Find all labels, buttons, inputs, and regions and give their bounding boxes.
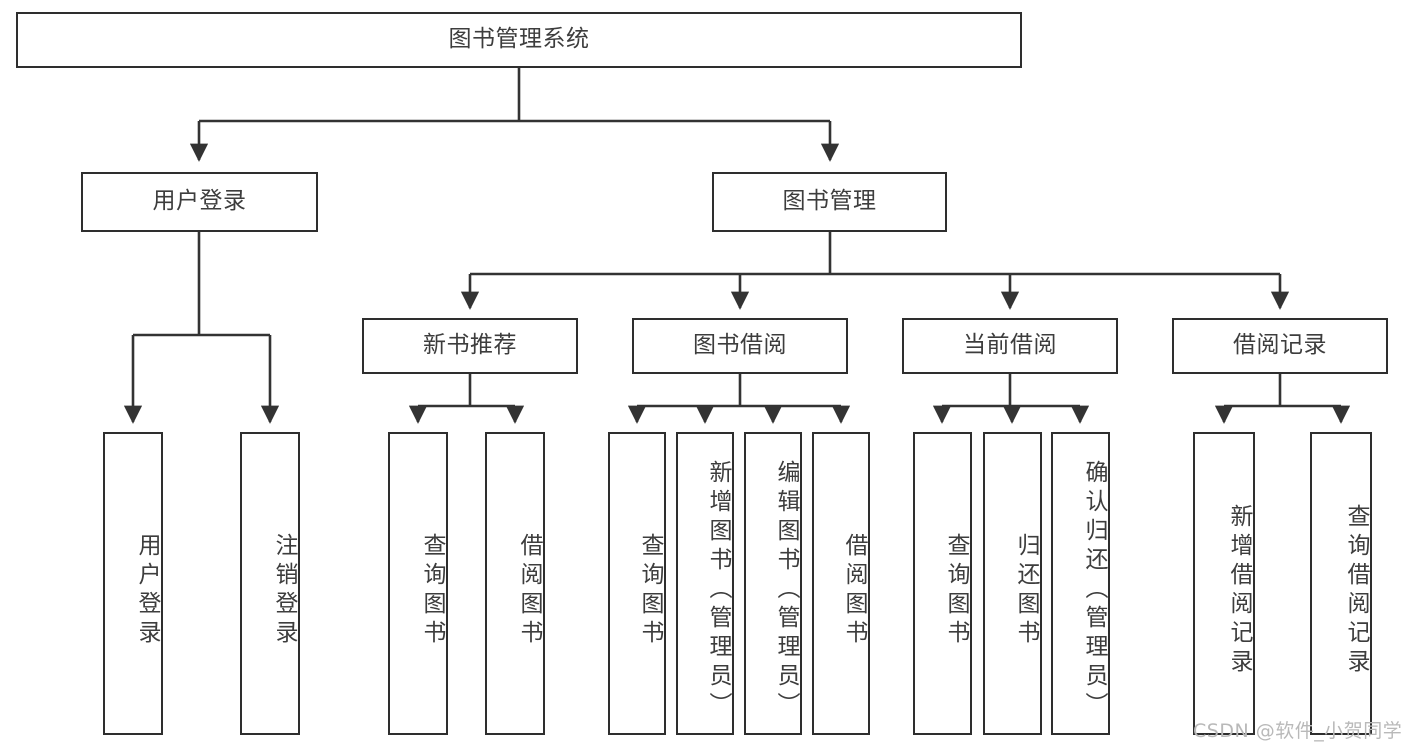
node-leaf-borrow-edit[interactable]: 编辑图书（管理员） (744, 432, 802, 735)
node-root-label: 图书管理系统 (448, 26, 590, 53)
node-leaf-borrow-lend-label: 借阅图书 (841, 532, 867, 649)
node-leaf-cur-confirm-label: 确认归还（管理员） (1081, 460, 1107, 721)
node-current-borrow-label: 当前借阅 (963, 332, 1057, 359)
node-leaf-user-logout-label: 注销登录 (271, 532, 297, 649)
node-leaf-cur-confirm[interactable]: 确认归还（管理员） (1051, 432, 1110, 735)
node-leaf-cur-return-label: 归还图书 (1013, 532, 1039, 649)
node-leaf-borrow-add-label: 新增图书（管理员） (705, 460, 731, 721)
watermark: CSDN @软件_小贺同学 (1193, 720, 1403, 742)
node-leaf-rec-borrow[interactable]: 借阅图书 (485, 432, 545, 735)
node-book-borrow-label: 图书借阅 (693, 332, 787, 359)
node-book-manage-label: 图书管理 (782, 188, 877, 215)
node-leaf-record-add-label: 新增借阅记录 (1226, 503, 1252, 678)
node-leaf-cur-return[interactable]: 归还图书 (983, 432, 1042, 735)
node-book-manage[interactable]: 图书管理 (712, 172, 947, 232)
node-book-borrow[interactable]: 图书借阅 (632, 318, 848, 374)
node-current-borrow[interactable]: 当前借阅 (902, 318, 1118, 374)
node-leaf-user-logout[interactable]: 注销登录 (240, 432, 300, 735)
node-leaf-borrow-edit-label: 编辑图书（管理员） (773, 460, 799, 721)
node-leaf-record-search-label: 查询借阅记录 (1343, 503, 1369, 678)
node-leaf-user-login-label: 用户登录 (134, 532, 160, 649)
node-leaf-borrow-lend[interactable]: 借阅图书 (812, 432, 870, 735)
node-leaf-cur-query-label: 查询图书 (943, 532, 969, 649)
node-new-book-rec-label: 新书推荐 (423, 332, 517, 359)
node-new-book-rec[interactable]: 新书推荐 (362, 318, 578, 374)
node-user-login[interactable]: 用户登录 (81, 172, 318, 232)
node-leaf-borrow-query-label: 查询图书 (637, 532, 663, 649)
node-borrow-record-label: 借阅记录 (1233, 332, 1327, 359)
node-leaf-rec-query-label: 查询图书 (419, 532, 445, 649)
node-leaf-cur-query[interactable]: 查询图书 (913, 432, 972, 735)
node-leaf-record-search[interactable]: 查询借阅记录 (1310, 432, 1372, 735)
node-leaf-rec-query[interactable]: 查询图书 (388, 432, 448, 735)
node-leaf-rec-borrow-label: 借阅图书 (516, 532, 542, 649)
node-root[interactable]: 图书管理系统 (16, 12, 1022, 68)
node-leaf-borrow-add[interactable]: 新增图书（管理员） (676, 432, 734, 735)
node-leaf-borrow-query[interactable]: 查询图书 (608, 432, 666, 735)
node-borrow-record[interactable]: 借阅记录 (1172, 318, 1388, 374)
node-leaf-user-login[interactable]: 用户登录 (103, 432, 163, 735)
node-user-login-label: 用户登录 (152, 188, 247, 215)
node-leaf-record-add[interactable]: 新增借阅记录 (1193, 432, 1255, 735)
